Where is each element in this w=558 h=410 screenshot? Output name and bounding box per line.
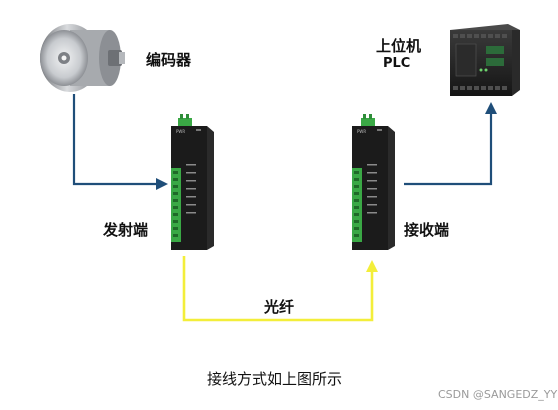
diagram-caption: 接线方式如上图所示: [207, 370, 343, 388]
signal-line-encoder: [72, 94, 158, 186]
svg-text:PWR: PWR: [357, 129, 366, 134]
label-encoder: 编码器: [146, 51, 192, 69]
arrow-icon: [485, 102, 497, 114]
signal-line-plc: [404, 112, 493, 186]
arrow-icon: [366, 260, 378, 272]
svg-text:PWR: PWR: [176, 129, 185, 134]
label-transmitter: 发射端: [103, 221, 149, 239]
watermark: CSDN @SANGEDZ_YYDS: [438, 388, 558, 401]
label-plc: PLC: [383, 56, 411, 71]
label-fiber: 光纤: [264, 298, 295, 316]
label-receiver: 接收端: [404, 221, 450, 239]
arrow-icon: [156, 178, 168, 190]
plc-icon: [450, 24, 520, 96]
receiver-module-icon: PWR: [352, 114, 395, 250]
transmitter-module-icon: PWR: [171, 114, 214, 250]
fiber-line: [182, 256, 374, 322]
encoder-icon: [40, 24, 125, 92]
label-upper-computer: 上位机: [376, 37, 422, 55]
